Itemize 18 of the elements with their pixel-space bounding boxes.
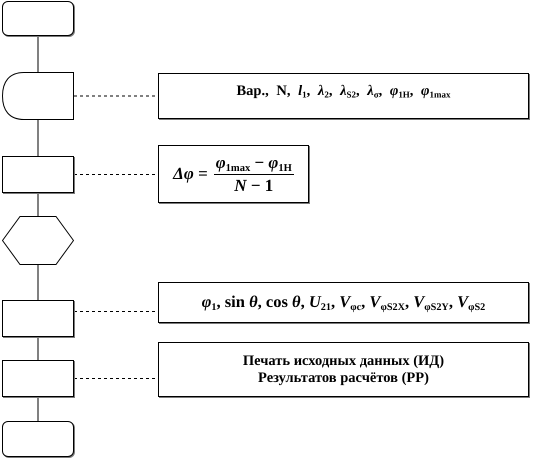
terminal-shape: [2, 1, 74, 36]
output-label: Печать исходных данных (ИД): [242, 352, 444, 370]
formula-lhs: Δφ =: [173, 164, 208, 184]
terminal-shape: [2, 421, 74, 457]
output-label: Результатов расчётов (РР): [258, 370, 429, 386]
process-box: [2, 300, 74, 337]
process-box: [2, 156, 74, 193]
variable-list: φ$_{1}$, sin θ, cos θ, U$_{21}$, V$_{φc}$, V$_{φS2X}$, V$_{φS2Y}$, V$_{φS2}$: [202, 293, 486, 312]
annotation-box: [158, 145, 309, 203]
annotation-box: [158, 282, 529, 323]
annotation-box: [158, 342, 529, 397]
fraction-numerator: φ$_{1max}$ − φ$_{1H}$: [214, 152, 294, 174]
loop-hexagon: [2, 216, 74, 265]
annotation-box: [158, 73, 529, 119]
parameter-list: Вар., N, l$_{1}$, λ$_{2}$, λ$_{S2}$, λ$_{σ}$, φ$_{1H}$, φ$_{1max}$: [236, 82, 450, 100]
display-shape: [2, 72, 74, 120]
fraction-denominator: N − 1: [234, 174, 274, 196]
process-box: [2, 360, 74, 397]
